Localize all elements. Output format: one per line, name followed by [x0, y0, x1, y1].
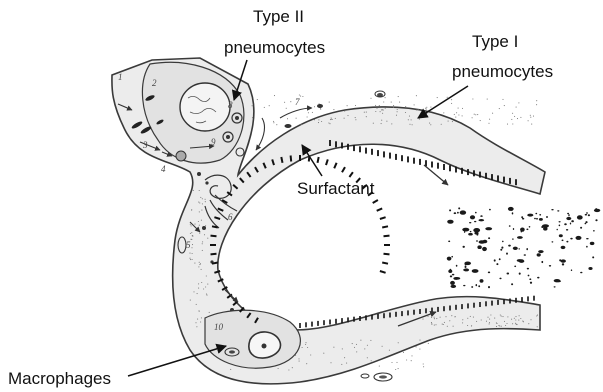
figure-number: 5	[186, 240, 191, 250]
figure-number: 8	[228, 100, 233, 110]
figure-number: 3	[142, 140, 148, 150]
surfactant-label: Surfactant	[297, 179, 375, 198]
figure-number: 2	[152, 78, 157, 88]
type-ii-label-line1: Type II	[253, 7, 304, 26]
macrophages-label: Macrophages	[8, 369, 111, 388]
figure-number: 7	[295, 97, 300, 107]
macrophage-nucleolus	[262, 344, 267, 349]
surfactant-particles	[447, 207, 600, 288]
figure-number: 1	[118, 72, 123, 82]
type-i-callout-arrow	[418, 86, 468, 118]
figure-number: 9	[211, 137, 216, 147]
type-ii-label-line2: pneumocytes	[224, 38, 325, 57]
figure-number: 4	[161, 164, 166, 174]
type-i-label-line2: pneumocytes	[452, 62, 553, 81]
type-ii-nucleus	[180, 83, 230, 131]
figure-number: 10	[214, 322, 224, 332]
figure-number: 6	[228, 212, 233, 222]
type-i-label-line1: Type I	[472, 32, 518, 51]
